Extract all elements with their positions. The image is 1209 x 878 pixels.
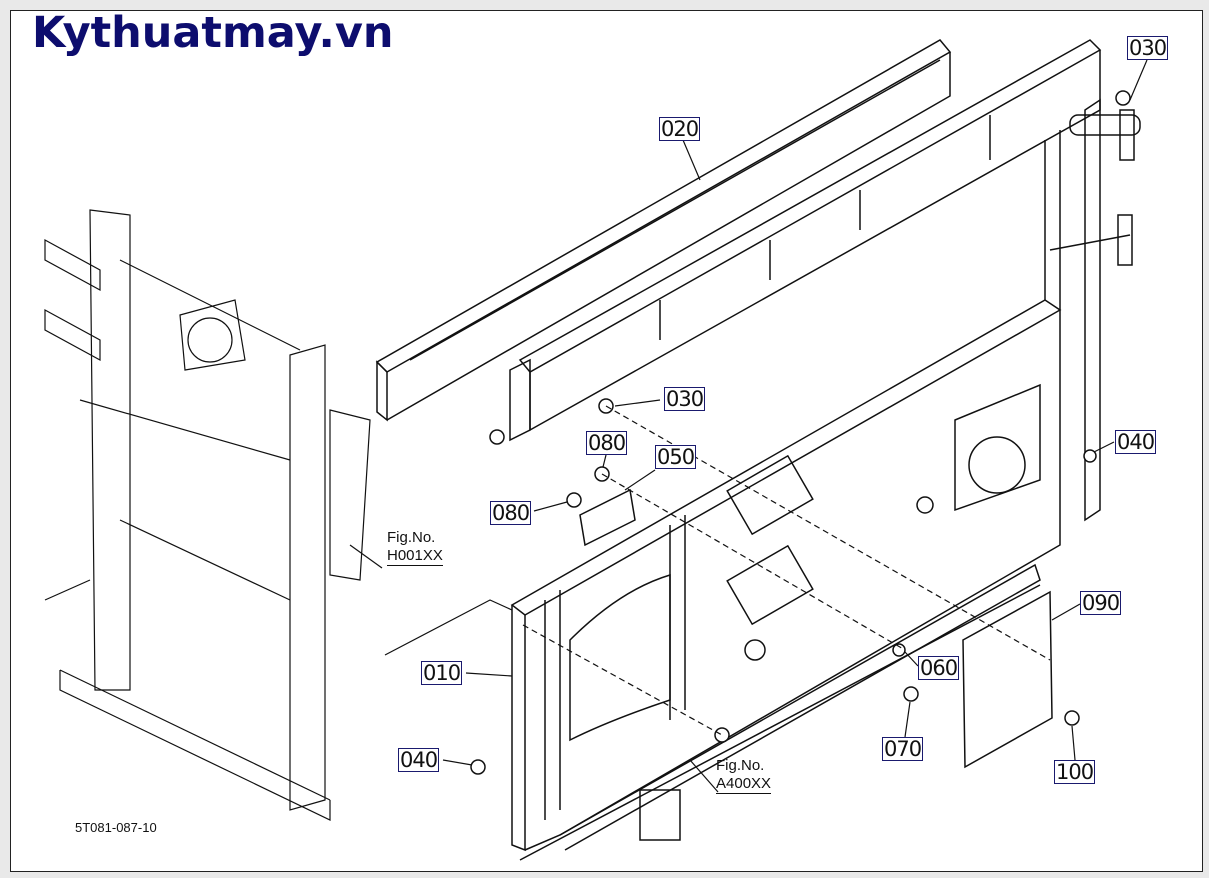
figure-ref-a400[interactable]: Fig.No. A400XX bbox=[716, 757, 772, 794]
figure-ref-label: Fig.No. bbox=[716, 757, 765, 774]
bottom-rail bbox=[519, 563, 1041, 861]
part-label-040-left[interactable]: 040 bbox=[398, 748, 440, 772]
part-label-020[interactable]: 020 bbox=[659, 117, 701, 141]
part-label-040-right[interactable]: 040 bbox=[1115, 430, 1157, 454]
beam-020 bbox=[375, 39, 952, 422]
part-label-030-top[interactable]: 030 bbox=[1127, 36, 1169, 60]
figure-ref-code: H001XX bbox=[387, 547, 443, 566]
hinge-brackets bbox=[1049, 109, 1141, 266]
figure-ref-label: Fig.No. bbox=[387, 529, 436, 546]
figure-ref-h001[interactable]: Fig.No. H001XX bbox=[387, 529, 443, 566]
part-label-080-top[interactable]: 080 bbox=[586, 431, 628, 455]
cover-plate-090 bbox=[962, 590, 1053, 769]
watermark-logo: Kythuatmay.vn bbox=[32, 8, 394, 58]
part-label-080-left[interactable]: 080 bbox=[490, 501, 532, 525]
part-label-100[interactable]: 100 bbox=[1054, 760, 1096, 784]
bolt-icons bbox=[470, 90, 1131, 775]
figure-ref-code: A400XX bbox=[716, 775, 772, 794]
left-frame-h001 bbox=[44, 209, 371, 821]
drawing-code: 5T081-087-10 bbox=[75, 820, 157, 835]
part-label-060[interactable]: 060 bbox=[918, 656, 960, 680]
part-label-010[interactable]: 010 bbox=[421, 661, 463, 685]
leader-lines bbox=[349, 59, 1148, 793]
inner-frame-beam bbox=[509, 39, 1102, 442]
part-label-030-mid[interactable]: 030 bbox=[664, 387, 706, 411]
main-frame-010 bbox=[510, 98, 1101, 852]
part-label-070[interactable]: 070 bbox=[882, 737, 924, 761]
part-label-090[interactable]: 090 bbox=[1080, 591, 1122, 615]
bracket-050 bbox=[579, 488, 636, 547]
part-label-050[interactable]: 050 bbox=[655, 445, 697, 469]
